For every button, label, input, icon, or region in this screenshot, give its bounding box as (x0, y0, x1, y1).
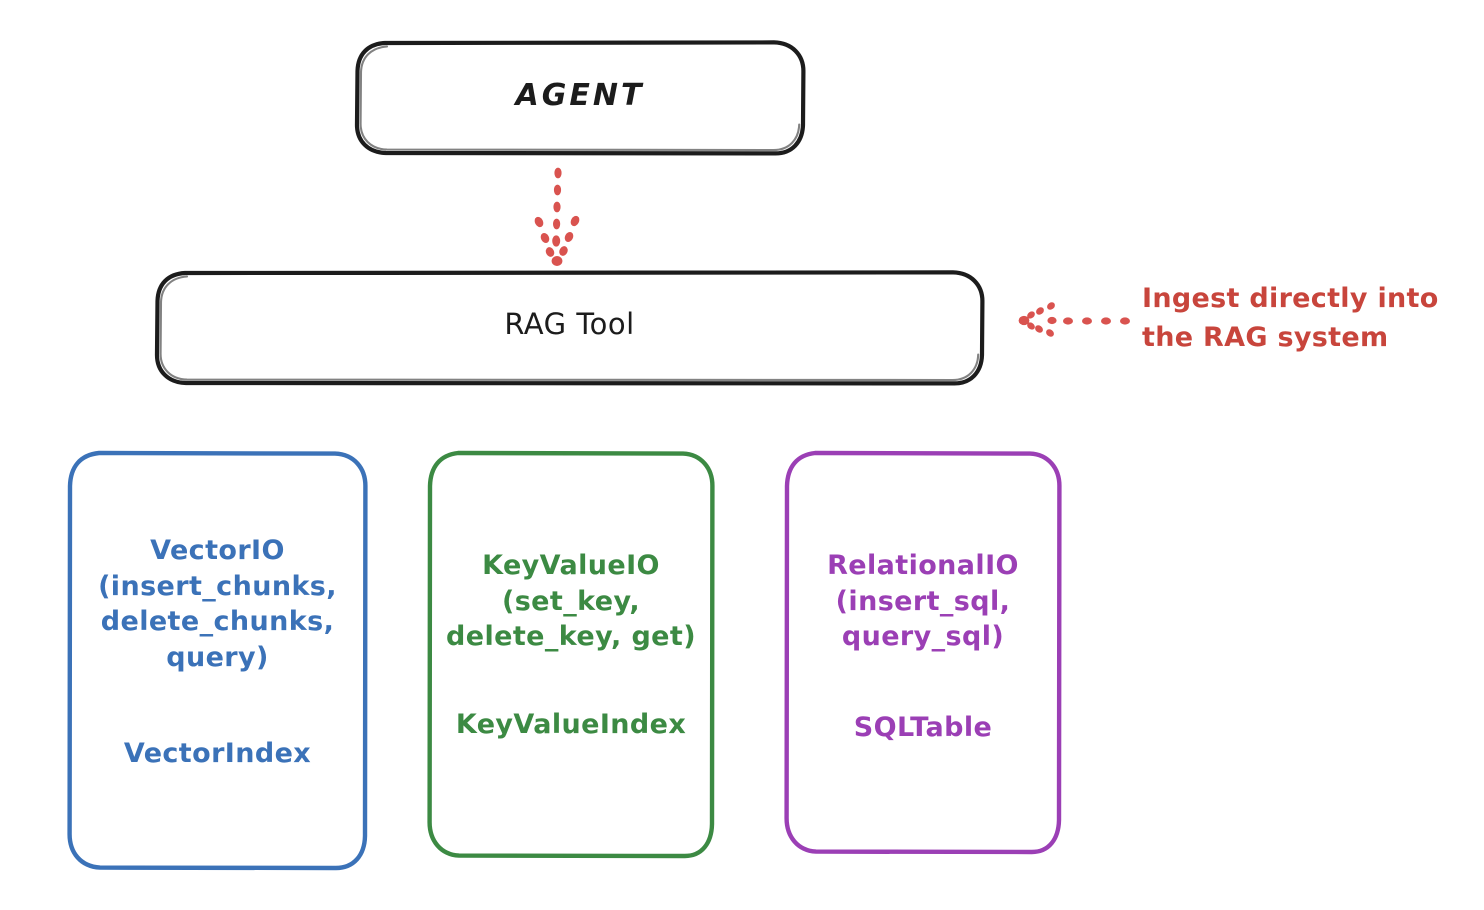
keyvalue-store-index-label: KeyValueIndex (455, 709, 687, 740)
agent-label: AGENT (515, 78, 645, 113)
rag-tool-box[interactable] (154, 270, 985, 386)
keyvalue-store-api-label: KeyValueIO (set_key, delete_key, get) (446, 550, 696, 653)
vector-store-api-label: VectorIO (insert_chunks, delete_chunks, … (98, 535, 337, 673)
keyvalue-store-box[interactable] (427, 450, 715, 859)
agent-to-rag-arrow (534, 167, 580, 266)
vector-store-box[interactable] (67, 450, 368, 871)
agent-box[interactable] (354, 40, 806, 156)
vector-store-index-label: VectorIndex (123, 738, 312, 769)
rag-tool-label: RAG Tool (504, 307, 635, 341)
relational-store-api-label: RelationalIO (insert_sql, query_sql) (827, 550, 1019, 653)
ingest-to-rag-arrow (1018, 302, 1130, 337)
relational-store-box[interactable] (784, 450, 1062, 855)
ingest-annotation-label: Ingest directly into the RAG system (1142, 283, 1439, 354)
relational-store-index-label: SQLTable (853, 712, 993, 743)
